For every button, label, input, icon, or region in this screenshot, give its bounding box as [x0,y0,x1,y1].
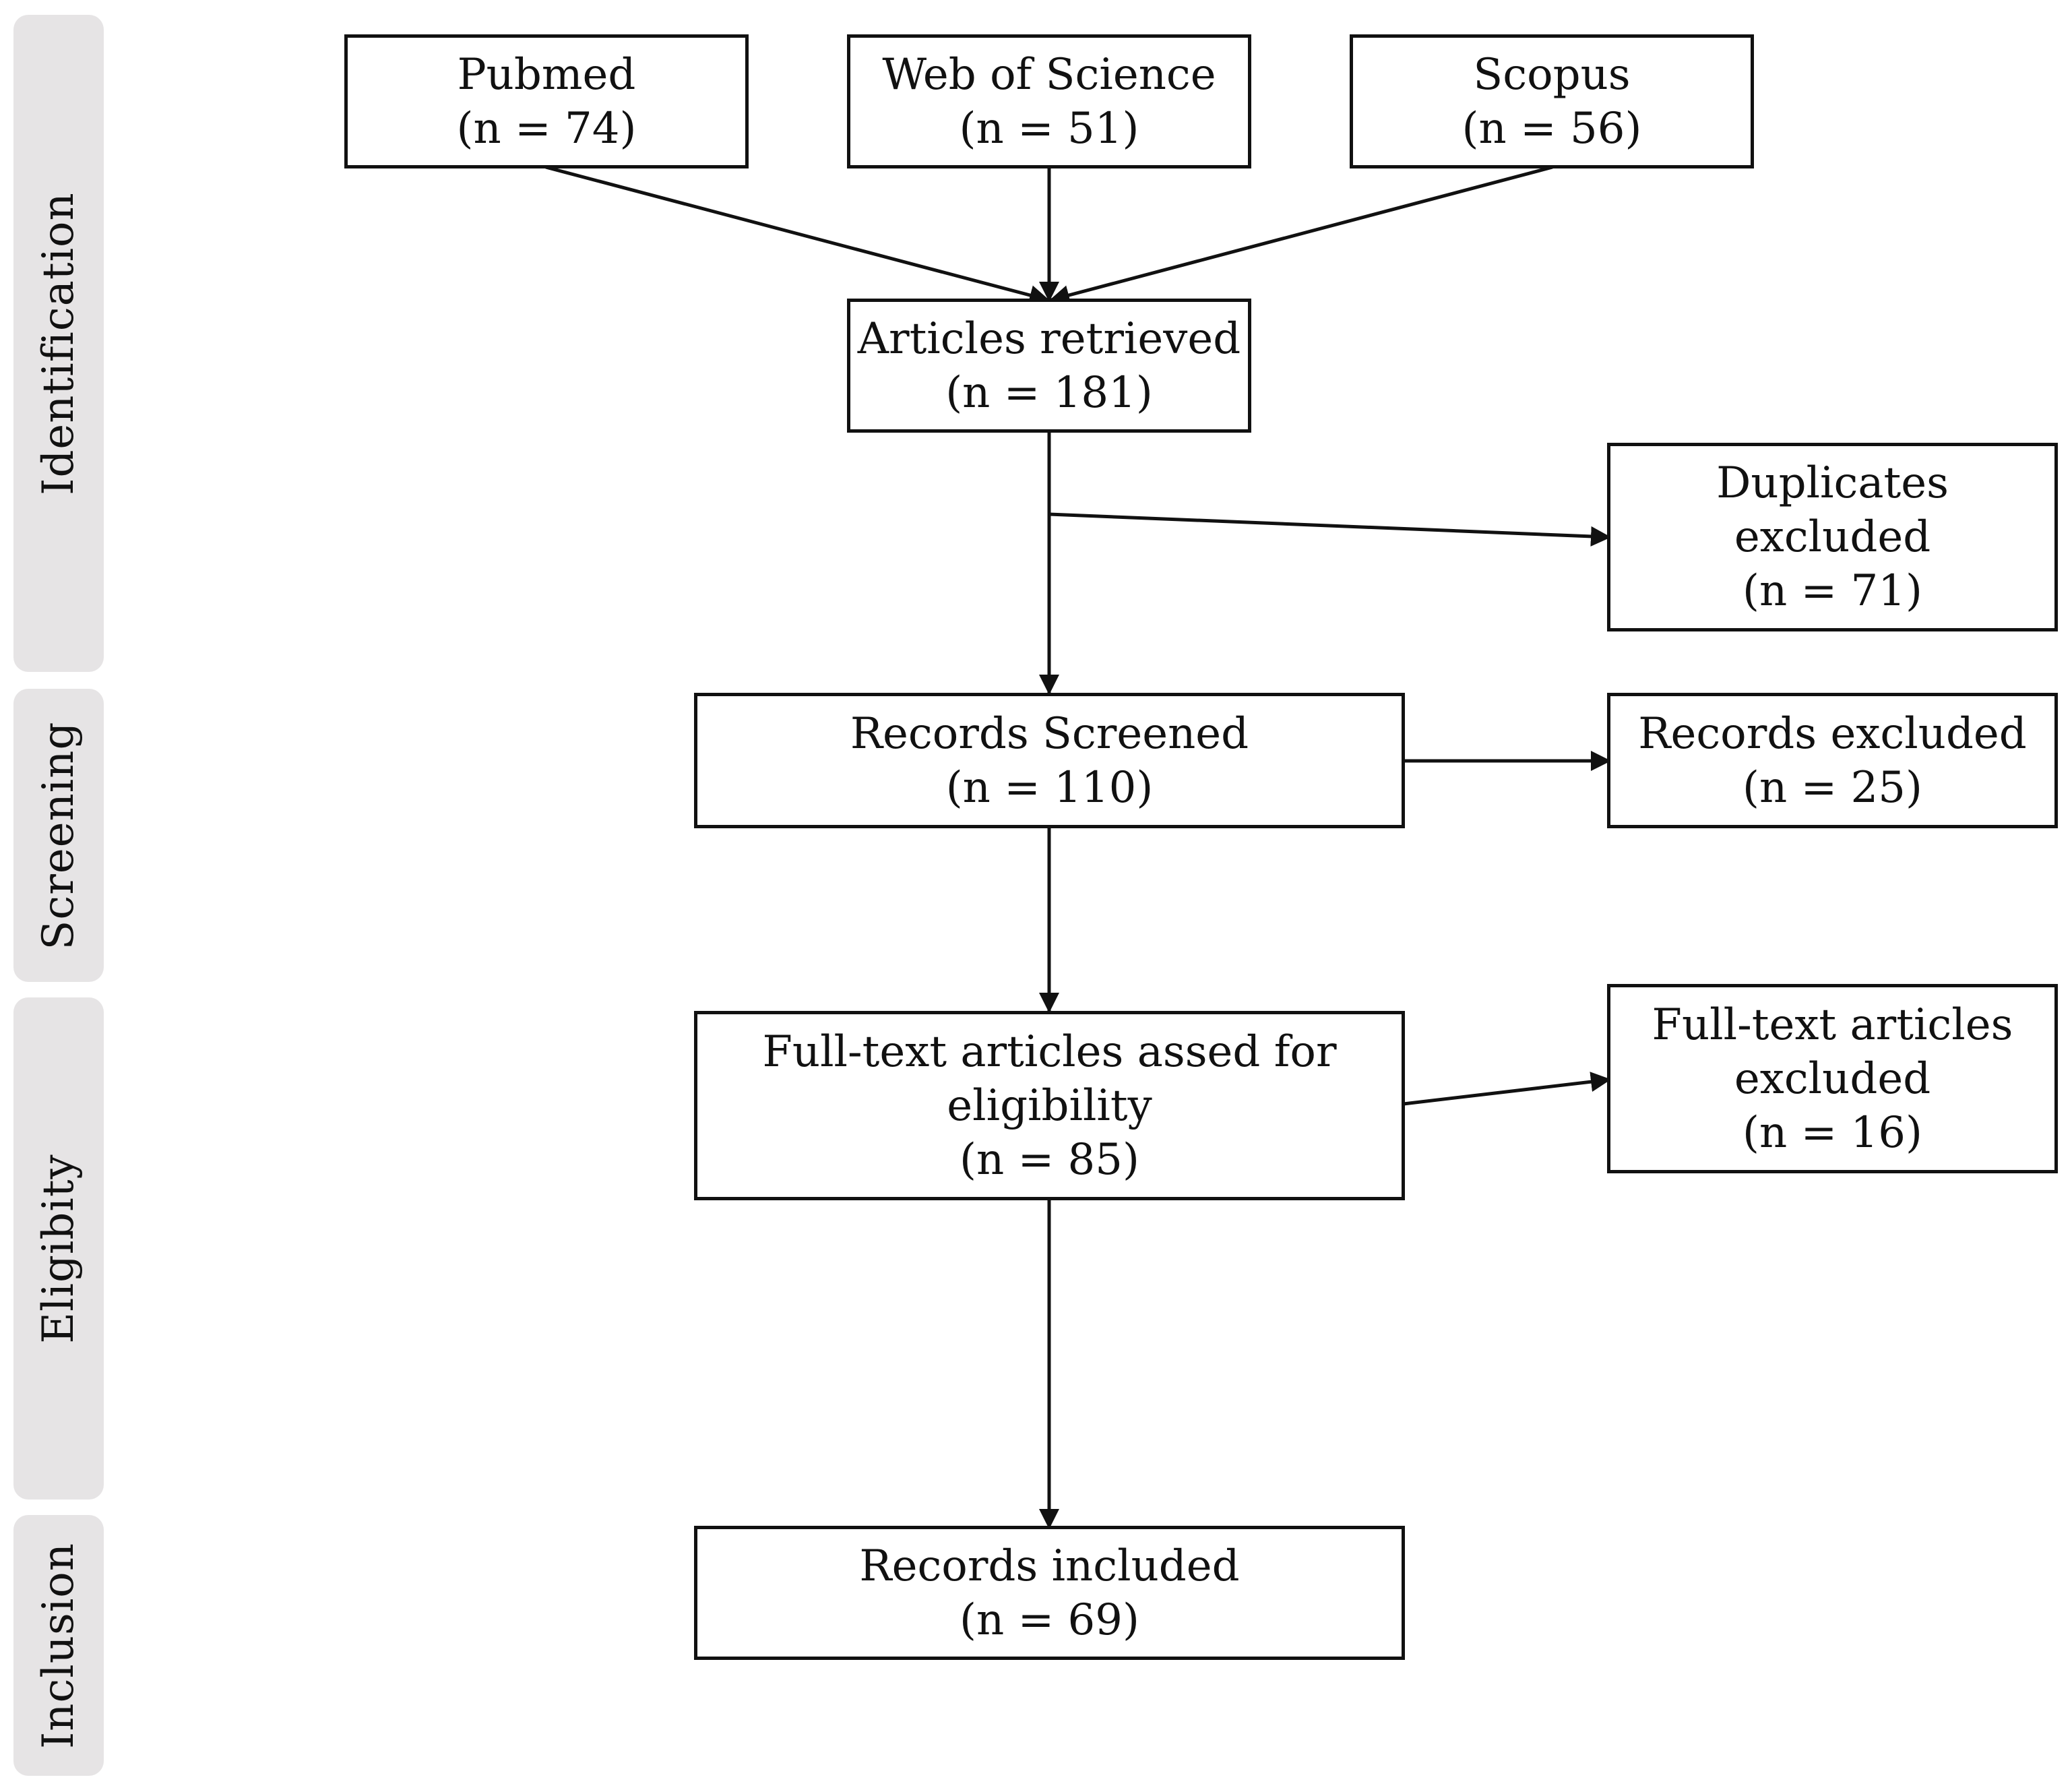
records-screened-title: Records Screened [850,708,1249,759]
arrow-to-duplicates [1048,512,1611,547]
scopus-count: (n = 56) [1462,103,1642,154]
articles-retrieved-box: Articles retrieved (n = 181) [847,299,1251,433]
pubmed-box: Pubmed (n = 74) [344,34,749,168]
full-text-assessed-box: Full-text articles assed for eligibility… [694,1011,1405,1200]
arrow-pubmed-to-retrieved [545,165,1050,305]
phase-tab-eligibility: Eligibity [13,997,104,1500]
full-text-excluded-line2: excluded [1734,1053,1931,1104]
phase-tab-identification: Identification [13,15,104,672]
records-included-box: Records included (n = 69) [694,1526,1405,1660]
web-of-science-title: Web of Science [882,49,1216,100]
articles-retrieved-title: Articles retrieved [857,313,1241,364]
records-screened-count: (n = 110) [945,762,1154,813]
duplicates-excluded-count: (n = 71) [1743,566,1922,616]
records-excluded-title: Records excluded [1638,708,2027,759]
records-screened-box: Records Screened (n = 110) [694,693,1405,828]
records-excluded-count: (n = 25) [1743,762,1922,813]
arrow-scopus-to-retrieved [1049,165,1553,305]
full-text-assessed-count: (n = 85) [960,1134,1139,1185]
phase-tab-screening: Screening [13,689,104,982]
pubmed-count: (n = 74) [456,103,637,154]
pubmed-title: Pubmed [457,49,636,100]
phase-tab-inclusion: Inclusion [13,1515,104,1776]
duplicates-excluded-line2: excluded [1734,512,1931,562]
full-text-excluded-box: Full-text articles excluded (n = 16) [1607,984,2058,1173]
articles-retrieved-count: (n = 181) [945,367,1153,418]
full-text-assessed-line1: Full-text articles assed for [762,1026,1337,1077]
records-included-title: Records included [859,1541,1240,1591]
duplicates-excluded-box: Duplicates excluded (n = 71) [1607,443,2058,631]
web-of-science-box: Web of Science (n = 51) [847,34,1251,168]
scopus-box: Scopus (n = 56) [1350,34,1754,168]
full-text-excluded-count: (n = 16) [1743,1107,1922,1158]
full-text-assessed-line2: eligibility [947,1080,1152,1131]
arrow-fulltext-to-excluded [1403,1072,1611,1106]
web-of-science-count: (n = 51) [959,103,1139,154]
records-excluded-box: Records excluded (n = 25) [1607,693,2058,828]
full-text-excluded-line1: Full-text articles [1652,999,2013,1050]
duplicates-excluded-line1: Duplicates [1716,458,1949,508]
scopus-title: Scopus [1473,49,1631,100]
records-included-count: (n = 69) [960,1595,1139,1645]
